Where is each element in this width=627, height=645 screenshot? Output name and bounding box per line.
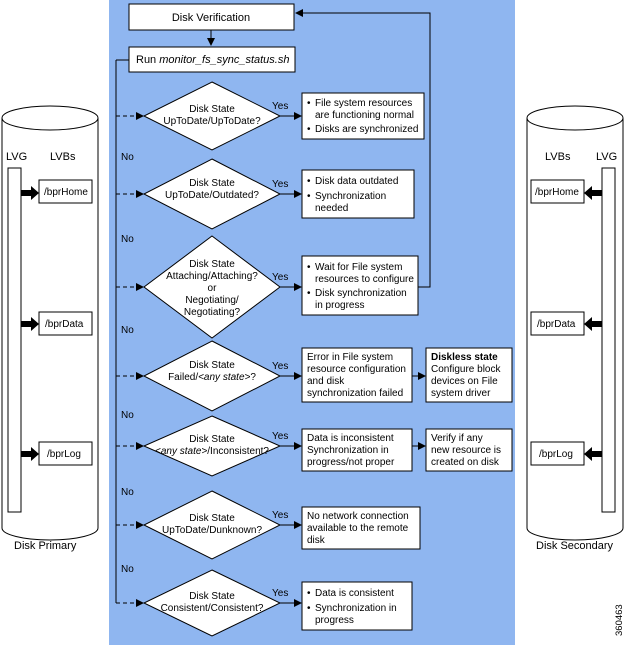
yes-label-1: Yes (272, 101, 288, 112)
result-box-1 (301, 92, 425, 140)
yes-label-4: Yes (272, 361, 288, 372)
decision-diamond-6 (142, 490, 282, 560)
disk-secondary-label: Disk Secondary (536, 540, 614, 552)
disk-primary-volume-home: /bprHome (21, 179, 93, 204)
result-box-6 (301, 506, 421, 550)
verify-resource-box (425, 428, 513, 472)
diskless-state-box (425, 347, 513, 403)
svg-text:/bprHome: /bprHome (535, 187, 579, 198)
result-box-4 (301, 347, 413, 403)
no-label-1: No (121, 152, 134, 163)
disk-secondary-volume-data: /bprData (530, 311, 602, 336)
disk-verification-label: Disk Verification (172, 12, 250, 24)
run-script-box (128, 46, 296, 73)
decision-diamond-7 (142, 569, 282, 637)
svg-text:/bprLog: /bprLog (539, 449, 573, 460)
svg-text:/bprHome: /bprHome (44, 187, 88, 198)
yes-label-3: Yes (272, 272, 288, 283)
disk-primary-volume-data: /bprData (21, 311, 93, 336)
no-label-2: No (121, 234, 134, 245)
disk-primary-lvg-label: LVG (6, 151, 27, 163)
svg-text:Disk State<any state>/Inconsis: Disk State<any state>/Inconsistent? (155, 434, 269, 457)
svg-text:/bprLog: /bprLog (47, 449, 81, 460)
result-box-5 (301, 428, 413, 472)
disk-secondary-volume-log: /bprLog (530, 441, 602, 466)
yes-label-6: Yes (272, 510, 288, 521)
disk-primary-volume-log: /bprLog (21, 441, 93, 466)
result-box-7 (301, 581, 413, 631)
yes-label-5: Yes (272, 431, 288, 442)
no-label-3: No (121, 325, 134, 336)
decision-diamond-4 (142, 340, 282, 412)
disk-secondary-volume-home: /bprHome (530, 179, 602, 204)
svg-text:•Disk data outdated•Synchroniz: •Disk data outdated•Synchronizationneede… (307, 176, 398, 214)
result-box-3 (301, 255, 419, 316)
disk-primary-lvg-bar (7, 167, 22, 513)
run-script-label: Run monitor_fs_sync_status.sh (136, 54, 289, 66)
disk-secondary: LVBs LVG /bprHome /bprData /bprLog Disk … (526, 105, 624, 552)
disk-primary-lvbs-label: LVBs (50, 151, 76, 163)
no-label-4: No (121, 410, 134, 421)
disk-primary-label: Disk Primary (14, 540, 77, 552)
decision-row-5: Disk State<any state>/Inconsistent? Yes … (116, 415, 513, 477)
disk-secondary-lvg-label: LVG (596, 151, 617, 163)
disk-secondary-lvg-bar (601, 167, 616, 513)
svg-text:/bprData: /bprData (45, 319, 84, 330)
disk-verification-box (128, 3, 295, 31)
decision-diamond-1 (142, 81, 282, 151)
loop-back-connector (295, 9, 431, 288)
disk-primary: LVG LVBs /bprHome /bprData /bprLog Disk … (1, 105, 99, 552)
decision-diamond-3 (143, 235, 281, 339)
no-label-6: No (121, 564, 134, 575)
yes-label-2: Yes (272, 179, 288, 190)
figure-id: 360463 (614, 604, 625, 636)
disk-secondary-lvbs-label: LVBs (545, 151, 571, 163)
result-box-2 (301, 169, 415, 219)
no-label-5: No (121, 487, 134, 498)
yes-label-7: Yes (272, 588, 288, 599)
svg-text:•Data is consistent•Synchroniz: •Data is consistent•Synchronization inpr… (307, 588, 397, 626)
decision-diamond-2 (142, 158, 282, 230)
svg-text:/bprData: /bprData (537, 319, 576, 330)
decision-diamond-5 (142, 415, 282, 477)
